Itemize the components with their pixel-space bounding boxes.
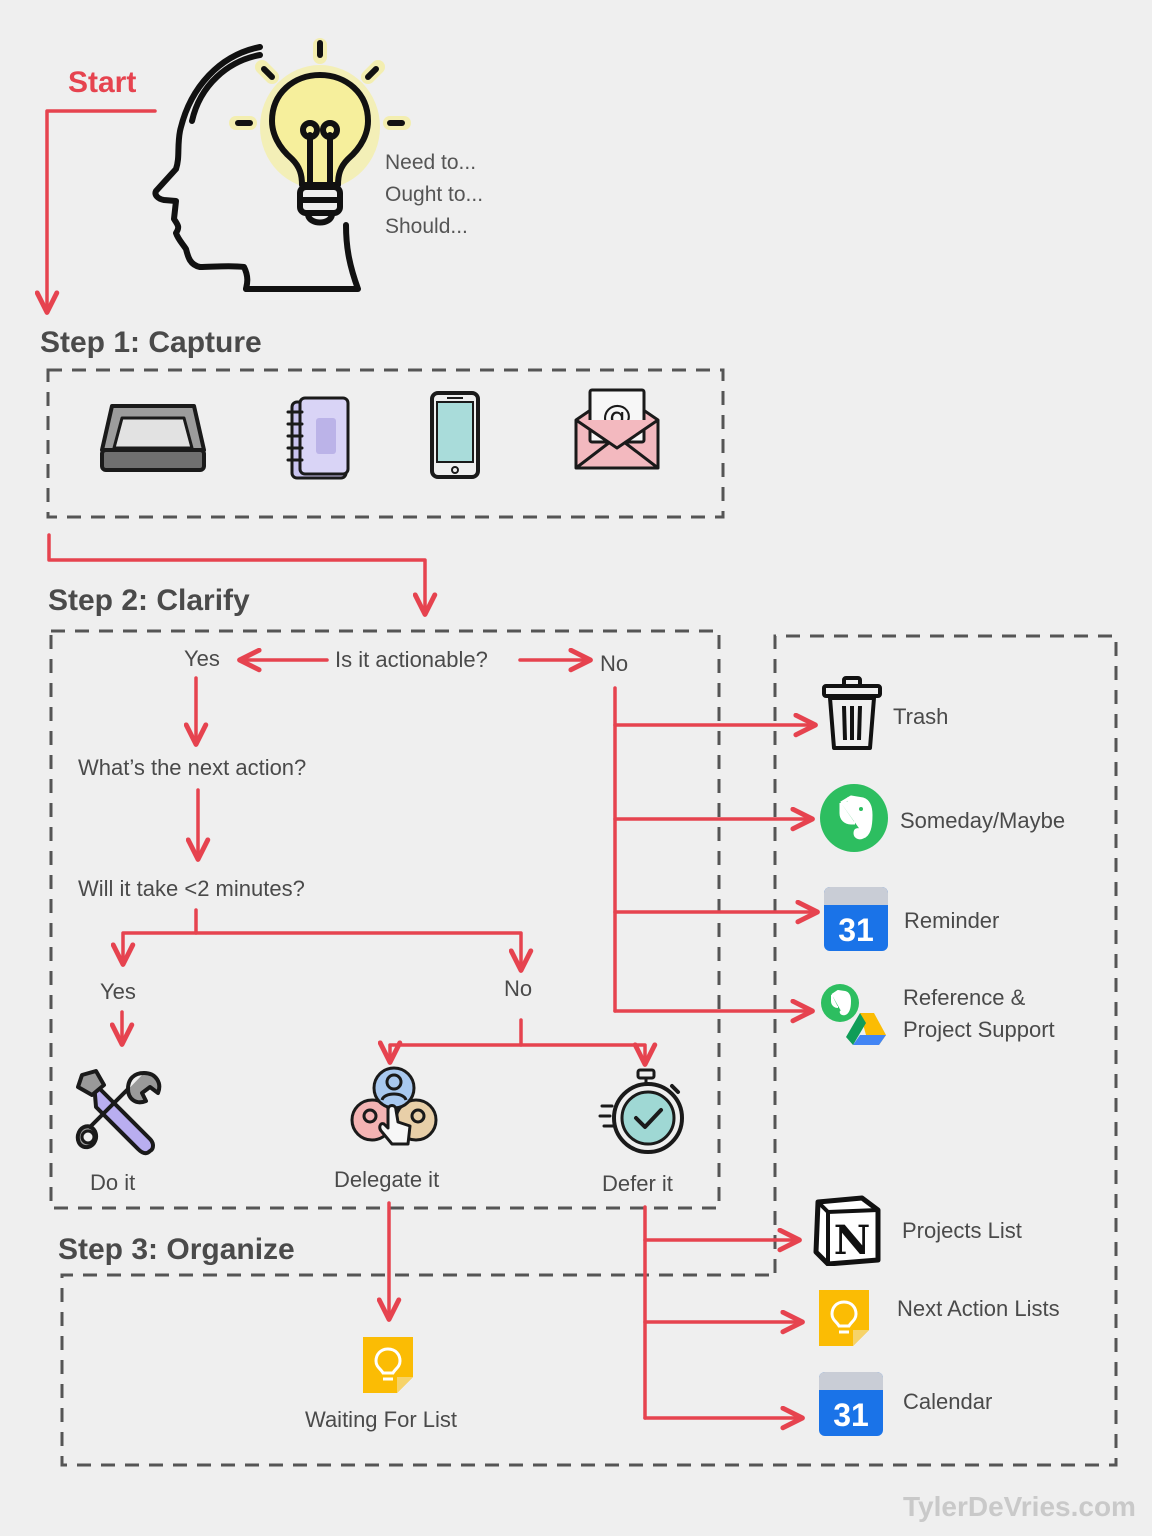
calendar-day-number: 31: [833, 1397, 869, 1433]
defer-it-label: Defer it: [602, 1171, 673, 1196]
notion-icon: N: [812, 1194, 884, 1266]
step-1-heading: Step 1: Capture: [40, 326, 262, 359]
no-to-delegate-branch: [377, 1018, 523, 1065]
two-minutes-split: [110, 908, 198, 967]
svg-text:N: N: [834, 1217, 871, 1264]
google-calendar-icon: 31: [822, 885, 890, 953]
no-to-defer-branch: [519, 1042, 658, 1067]
google-keep-icon: [359, 1333, 417, 1395]
notebook-icon: [282, 396, 352, 482]
delegate-it-label: Delegate it: [334, 1167, 440, 1192]
two-minutes-no-label: No: [504, 976, 533, 1001]
inbox-tray-icon: [98, 400, 208, 476]
question-actionable: Is it actionable?: [335, 647, 488, 672]
someday-maybe-label: Someday/Maybe: [900, 808, 1066, 833]
evernote-icon: [819, 783, 889, 853]
step-2-heading: Step 2: Clarify: [48, 584, 250, 617]
actionable-yes-label: Yes: [184, 646, 220, 671]
step-3-heading: Step 3: Organize: [58, 1233, 295, 1266]
delegate-people-icon: [348, 1066, 440, 1146]
calendar-label: Calendar: [903, 1389, 993, 1414]
start-arrow: [34, 109, 157, 315]
two-minutes-no-branch: [194, 931, 534, 973]
trash-label: Trash: [893, 704, 949, 729]
reminder-label: Reminder: [904, 908, 1000, 933]
question-next-action: What’s the next action?: [78, 755, 307, 780]
calendar-day-number: 31: [838, 912, 874, 948]
actionable-no-label: No: [600, 651, 629, 676]
trash-can-icon: [820, 674, 884, 754]
stopwatch-icon: [598, 1068, 688, 1158]
not-actionable-box: [60, 634, 1118, 1467]
reference-label-line-1: Reference &: [903, 985, 1026, 1010]
smartphone-icon: [429, 390, 481, 480]
tools-icon: [74, 1067, 166, 1159]
do-it-label: Do it: [90, 1170, 136, 1195]
thought-3: Should...: [385, 215, 468, 238]
google-keep-icon: [815, 1286, 873, 1348]
evernote-drive-icon: [820, 983, 890, 1045]
next-action-lists-label: Next Action Lists: [897, 1296, 1060, 1321]
start-label: Start: [68, 66, 137, 99]
question-two-minutes: Will it take <2 minutes?: [78, 876, 305, 901]
capture-to-clarify-arrow: [47, 533, 438, 617]
thought-2: Ought to...: [385, 183, 484, 206]
google-calendar-icon: 31: [817, 1370, 885, 1438]
waiting-for-list-label: Waiting For List: [305, 1407, 458, 1432]
reference-label-line-2: Project Support: [903, 1017, 1055, 1042]
head-lightbulb-icon: [150, 35, 420, 295]
watermark: TylerDeVries.com: [903, 1491, 1136, 1522]
projects-list-label: Projects List: [902, 1218, 1022, 1243]
thought-1: Need to...: [385, 151, 477, 174]
email-envelope-icon: @: [572, 386, 662, 472]
capture-box: [46, 368, 725, 519]
two-minutes-yes-label: Yes: [100, 979, 136, 1004]
